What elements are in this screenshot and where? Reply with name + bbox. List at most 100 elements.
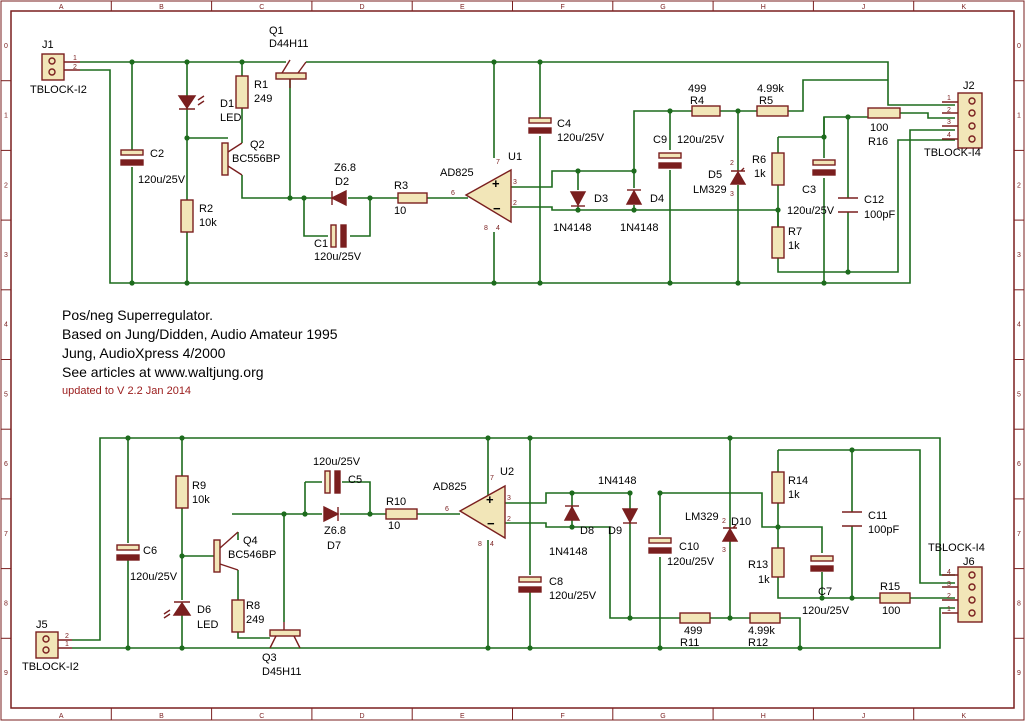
r10-ref: R10	[386, 496, 406, 508]
component-labels: J1 TBLOCK-I2 J2 TBLOCK-I4 J5 TBLOCK-I2 J…	[22, 25, 985, 678]
r5-ref: R5	[759, 95, 773, 107]
c6-ref: C6	[143, 545, 157, 557]
d5-value: LM329	[693, 184, 727, 196]
q1-value: D44H11	[269, 38, 309, 50]
svg-text:4: 4	[947, 132, 951, 139]
c6-value: 120u/25V	[130, 571, 178, 583]
c12-ref: C12	[864, 194, 884, 206]
svg-text:2: 2	[722, 518, 726, 525]
q3-value: D45H11	[262, 666, 302, 678]
q1-ref: Q1	[269, 25, 284, 37]
r5-value: 4.99k	[757, 83, 784, 95]
r16-value: 100	[870, 122, 888, 134]
j5-connector-icon	[35, 631, 59, 659]
frame-row-label: 0	[4, 43, 8, 50]
svg-text:2: 2	[507, 516, 511, 523]
r3-value: 10	[394, 205, 406, 217]
junction-dots	[125, 59, 855, 651]
svg-text:3: 3	[947, 581, 951, 588]
d5-ref: D5	[708, 169, 722, 181]
c4-value: 120u/25V	[557, 132, 605, 144]
j1-value: TBLOCK-I2	[30, 84, 87, 96]
r14-value: 1k	[788, 489, 800, 501]
frame-col-label: D	[360, 4, 365, 11]
frame-col-label: C	[259, 4, 264, 11]
r16-resistor-icon	[867, 107, 901, 119]
frame-col-label: K	[962, 713, 967, 720]
frame-row-label: 5	[4, 391, 8, 398]
d9-ref: D9	[608, 525, 622, 537]
component-details	[42, 57, 976, 654]
note-line-4: See articles at www.waltjung.org	[62, 364, 264, 380]
svg-text:2: 2	[947, 593, 951, 600]
frame-col-label: E	[460, 713, 465, 720]
j2-value: TBLOCK-I4	[924, 147, 981, 159]
svg-text:6: 6	[451, 190, 455, 197]
frame-col-label: A	[59, 713, 64, 720]
svg-text:4: 4	[490, 541, 494, 548]
r3-resistor-icon	[397, 192, 428, 204]
d8-value: 1N4148	[549, 546, 588, 558]
d3-ref: D3	[594, 193, 608, 205]
r15-ref: R15	[880, 581, 900, 593]
r3-ref: R3	[394, 180, 408, 192]
c9-ref: C9	[653, 134, 667, 146]
frame-row-label: 6	[4, 461, 8, 468]
c2-ref: C2	[150, 148, 164, 160]
frame-col-label: B	[159, 4, 164, 11]
q2-ref: Q2	[250, 139, 265, 151]
frame-row-label: 8	[4, 600, 8, 607]
r4-resistor-icon	[691, 105, 721, 117]
r7-value: 1k	[788, 240, 800, 252]
r2-value: 10k	[199, 217, 217, 229]
frame-row-label: 3	[1017, 252, 1021, 259]
d1-ref: D1	[220, 98, 234, 110]
c12-value: 100pF	[864, 209, 895, 221]
r14-ref: R14	[788, 475, 808, 487]
r13-ref: R13	[748, 559, 768, 571]
r13-resistor-icon	[771, 547, 785, 578]
r8-value: 249	[246, 614, 264, 626]
q2-transistor-icon	[221, 142, 229, 176]
svg-text:2: 2	[730, 160, 734, 167]
d6-ref: D6	[197, 604, 211, 616]
r2-resistor-icon	[180, 199, 194, 233]
frame-col-label: E	[460, 4, 465, 11]
r10-value: 10	[388, 520, 400, 532]
svg-text:1: 1	[947, 606, 951, 613]
d4-ref: D4	[650, 193, 664, 205]
r11-ref: R11	[680, 637, 699, 649]
r15-value: 100	[882, 605, 900, 617]
c3-value: 120u/25V	[787, 205, 835, 217]
q1-transistor-icon	[275, 72, 307, 80]
r1-resistor-icon	[235, 75, 249, 109]
r1-ref: R1	[254, 79, 268, 91]
r7-resistor-icon	[771, 226, 785, 259]
wires-top	[80, 61, 955, 284]
q3-ref: Q3	[262, 652, 277, 664]
svg-text:+: +	[486, 492, 494, 507]
d7-value: Z6.8	[324, 525, 346, 537]
frame-row-label: 7	[1017, 531, 1021, 538]
d1-value: LED	[220, 112, 241, 124]
svg-text:1: 1	[65, 641, 69, 648]
r5-resistor-icon	[756, 105, 789, 117]
frame-col-label: J	[862, 713, 866, 720]
frame-row-label: 4	[1017, 322, 1021, 329]
d6-value: LED	[197, 619, 218, 631]
j5-ref: J5	[36, 619, 48, 631]
u2-value: AD825	[433, 481, 467, 493]
d2-ref: D2	[335, 176, 349, 188]
frame-row-label: 5	[1017, 391, 1021, 398]
d4-value: 1N4148	[620, 222, 659, 234]
frame-col-label: G	[660, 713, 665, 720]
svg-text:3: 3	[722, 547, 726, 554]
frame-col-label: A	[59, 4, 64, 11]
frame-col-label: F	[561, 713, 565, 720]
frame-row-label: 6	[1017, 461, 1021, 468]
frame-col-label: J	[862, 4, 866, 11]
r12-resistor-icon	[749, 612, 781, 624]
c10-value: 120u/25V	[667, 556, 715, 568]
svg-text:2: 2	[947, 107, 951, 114]
